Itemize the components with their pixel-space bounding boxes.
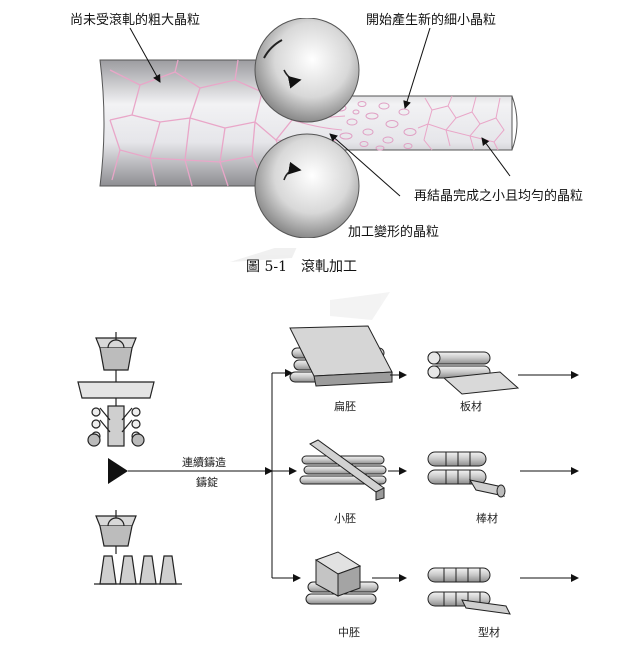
ingot-apparatus: [94, 510, 182, 585]
continuous-casting-apparatus: [77, 332, 155, 447]
slab-label: 扁胚: [334, 400, 356, 413]
bloom-on-rollers: [305, 551, 379, 605]
slab-on-rollers: [289, 325, 393, 387]
label-new-grains: 開始產生新的細小晶粒: [366, 12, 496, 28]
figure-caption: 圖 5-1 滾軋加工: [246, 259, 357, 275]
plate-mill: [427, 351, 520, 395]
branch-lines: [271, 369, 301, 582]
label-deformed-grains: 加工變形的晶粒: [348, 224, 439, 240]
plate-label: 板材: [460, 399, 482, 413]
bottom-roll: [254, 133, 360, 239]
billet-on-rollers: [299, 439, 387, 501]
bar-mill: [427, 451, 506, 498]
label-recrystallized-grains: 再結晶完成之小且均勻的晶粒: [414, 188, 583, 204]
bar-label: 棒材: [476, 511, 498, 525]
shape-mill: [427, 567, 511, 615]
recrystallized-grains: [417, 95, 505, 151]
bloom-label: 中胚: [338, 626, 360, 639]
source-triangle: [108, 458, 128, 484]
shape-label: 型材: [478, 625, 500, 639]
label-coarse-grains: 尚未受滾軋的粗大晶粒: [70, 12, 200, 28]
process-label-continuous-casting: 連續鑄造: [182, 455, 226, 469]
top-roll: [254, 17, 360, 123]
leader-lines: [129, 27, 511, 197]
rolling-figure: 尚未受滾軋的粗大晶粒 開始產生新的細小晶粒 再結晶完成之小且均勻的晶粒 加工變形…: [70, 0, 583, 275]
process-flow-figure: 連續鑄造 鑄錠 扁胚 板材: [77, 325, 579, 639]
process-label-ingot: 鑄錠: [196, 475, 218, 489]
new-grains: [333, 101, 417, 151]
billet-label: 小胚: [334, 512, 356, 525]
watermark: [230, 240, 390, 320]
